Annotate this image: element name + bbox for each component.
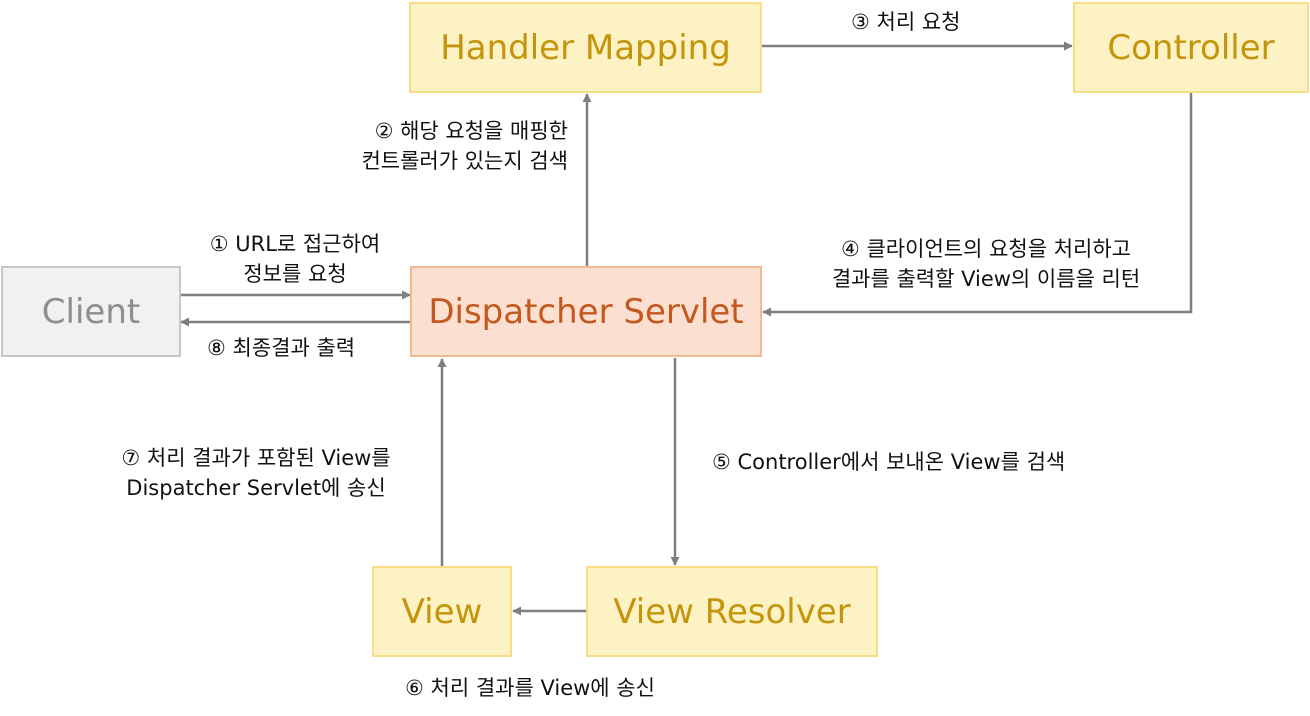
- controller-box: Controller: [1073, 2, 1309, 93]
- step-4-line-1: ④ 클라이언트의 요청을 처리하고: [840, 237, 1131, 261]
- handler-mapping-box: Handler Mapping: [409, 2, 762, 93]
- step-4-label: ④ 클라이언트의 요청을 처리하고 결과를 출력할 View의 이름을 리턴: [800, 234, 1172, 294]
- step-2-line-2: 컨트롤러가 있는지 검색: [361, 149, 568, 173]
- step-5-label: ⑤ Controller에서 보내온 View를 검색: [712, 447, 1065, 477]
- view-box: View: [372, 566, 512, 657]
- step-6-label: ⑥ 처리 결과를 View에 송신: [405, 673, 655, 703]
- step-1-label: ① URL로 접근하여 정보를 요청: [190, 229, 400, 289]
- step-7-label: ⑦ 처리 결과가 포함된 View를 Dispatcher Servlet에 송…: [88, 443, 424, 503]
- step-6-line-1: ⑥ 처리 결과를 View에 송신: [405, 676, 655, 700]
- step-3-label: ③ 처리 요청: [851, 7, 960, 37]
- step-7-line-1: ⑦ 처리 결과가 포함된 View를: [121, 446, 391, 470]
- step-4-line-2: 결과를 출력할 View의 이름을 리턴: [831, 267, 1141, 291]
- step-8-line-1: ⑧ 최종결과 출력: [207, 336, 356, 360]
- step-5-line-1: ⑤ Controller에서 보내온 View를 검색: [712, 450, 1066, 474]
- step-1-line-2: 정보를 요청: [243, 262, 347, 286]
- step-2-label: ② 해당 요청을 매핑한 컨트롤러가 있는지 검색: [300, 116, 568, 176]
- step-7-line-2: Dispatcher Servlet에 송신: [126, 476, 386, 500]
- client-box: Client: [1, 266, 181, 357]
- arrow-controller-to-dispatcher: [762, 93, 1193, 317]
- step-1-line-1: ① URL로 접근하여: [209, 232, 381, 256]
- step-8-label: ⑧ 최종결과 출력: [207, 333, 355, 363]
- step-2-line-1: ② 해당 요청을 매핑한: [374, 119, 568, 143]
- dispatcher-servlet-box: Dispatcher Servlet: [410, 266, 762, 357]
- view-resolver-box: View Resolver: [586, 566, 878, 657]
- step-3-line-1: ③ 처리 요청: [851, 10, 961, 34]
